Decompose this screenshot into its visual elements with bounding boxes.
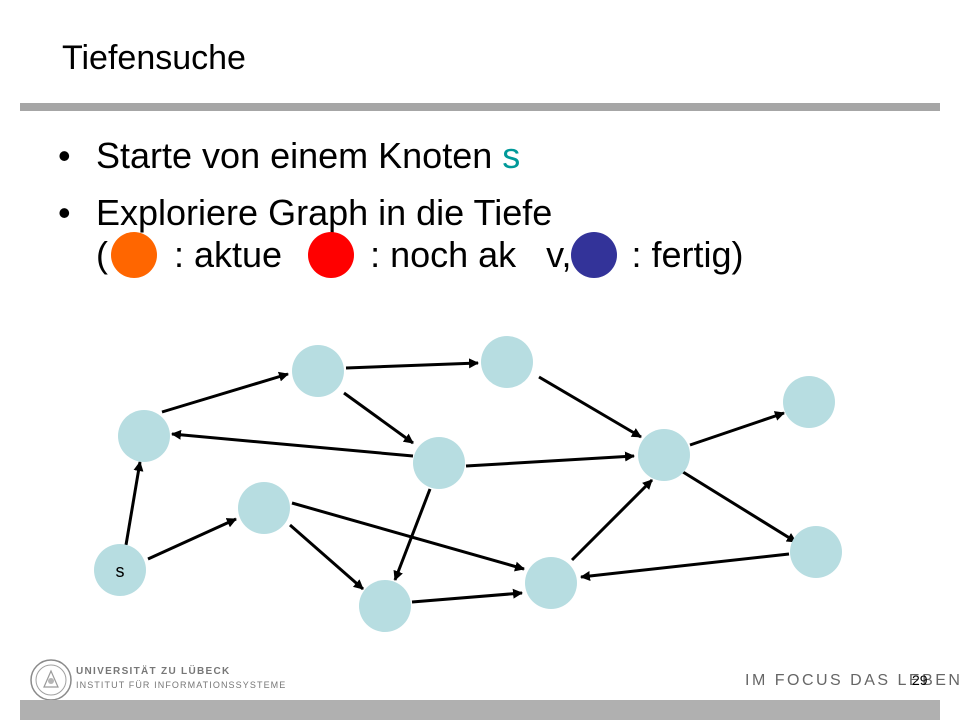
- start-node-symbol: s: [502, 135, 521, 176]
- graph-edge: [682, 470, 797, 544]
- graph-edge: [124, 461, 144, 546]
- graph-node: [292, 345, 344, 397]
- graph-edge: [689, 411, 785, 447]
- graph-node: [481, 336, 533, 388]
- graph-edge: [289, 523, 364, 591]
- graph-node: [413, 437, 465, 489]
- graph-edge: [343, 391, 414, 445]
- bullet-text-main: Starte von einem Knoten: [96, 135, 503, 176]
- slide-title: Tiefensuche: [62, 39, 246, 77]
- graph-node: [238, 482, 290, 534]
- footer-motto: IM FOCUS DAS LEBEN: [745, 672, 960, 689]
- legend-text-active: : noch ak: [370, 234, 517, 275]
- bullet-text: Starte von einem Knoten s: [96, 135, 520, 177]
- footer-bar: [20, 700, 940, 720]
- legend-line: ( : aktue : noch ak v, : fertig): [96, 234, 744, 276]
- graph-edge: [393, 488, 432, 581]
- graph-edge: [465, 451, 635, 468]
- graph-node: [638, 429, 690, 481]
- bullet-dot: •: [58, 135, 71, 176]
- university-name: UNIVERSITÄT ZU LÜBECK: [76, 666, 231, 677]
- graph-edge: [570, 478, 654, 562]
- legend-text-active-end: v,: [546, 234, 572, 275]
- graph-node: [525, 557, 577, 609]
- graph-edge: [580, 552, 790, 581]
- graph-edge: [345, 358, 479, 370]
- legend-swatch-current: [111, 232, 157, 278]
- graph-node: [790, 526, 842, 578]
- graph-node: [783, 376, 835, 428]
- legend-text-finished: : fertig): [631, 234, 744, 275]
- bullet-text: Exploriere Graph in die Tiefe: [96, 192, 553, 233]
- graph-edge: [538, 375, 642, 439]
- graph-node-start: [94, 544, 146, 596]
- legend-text-current: : aktue: [174, 234, 283, 275]
- graph-node: [359, 580, 411, 632]
- graph-edge: [411, 588, 523, 604]
- start-node-label: s: [116, 561, 125, 581]
- legend-swatch-finished: [571, 232, 617, 278]
- bullet-dot: •: [58, 192, 71, 233]
- title-divider: [20, 103, 940, 111]
- graph-edge: [161, 371, 289, 414]
- graph-edge: [171, 429, 414, 458]
- graph-node: [118, 410, 170, 462]
- graph-edge: [147, 517, 237, 561]
- institute-name: INSTITUT FÜR INFORMATIONSSYSTEME: [76, 680, 287, 690]
- university-seal-logo: [30, 659, 72, 701]
- graph-edge: [291, 501, 525, 572]
- legend-swatch-active: [308, 232, 354, 278]
- legend-open-paren: (: [96, 234, 108, 275]
- page-number: 29: [912, 672, 928, 688]
